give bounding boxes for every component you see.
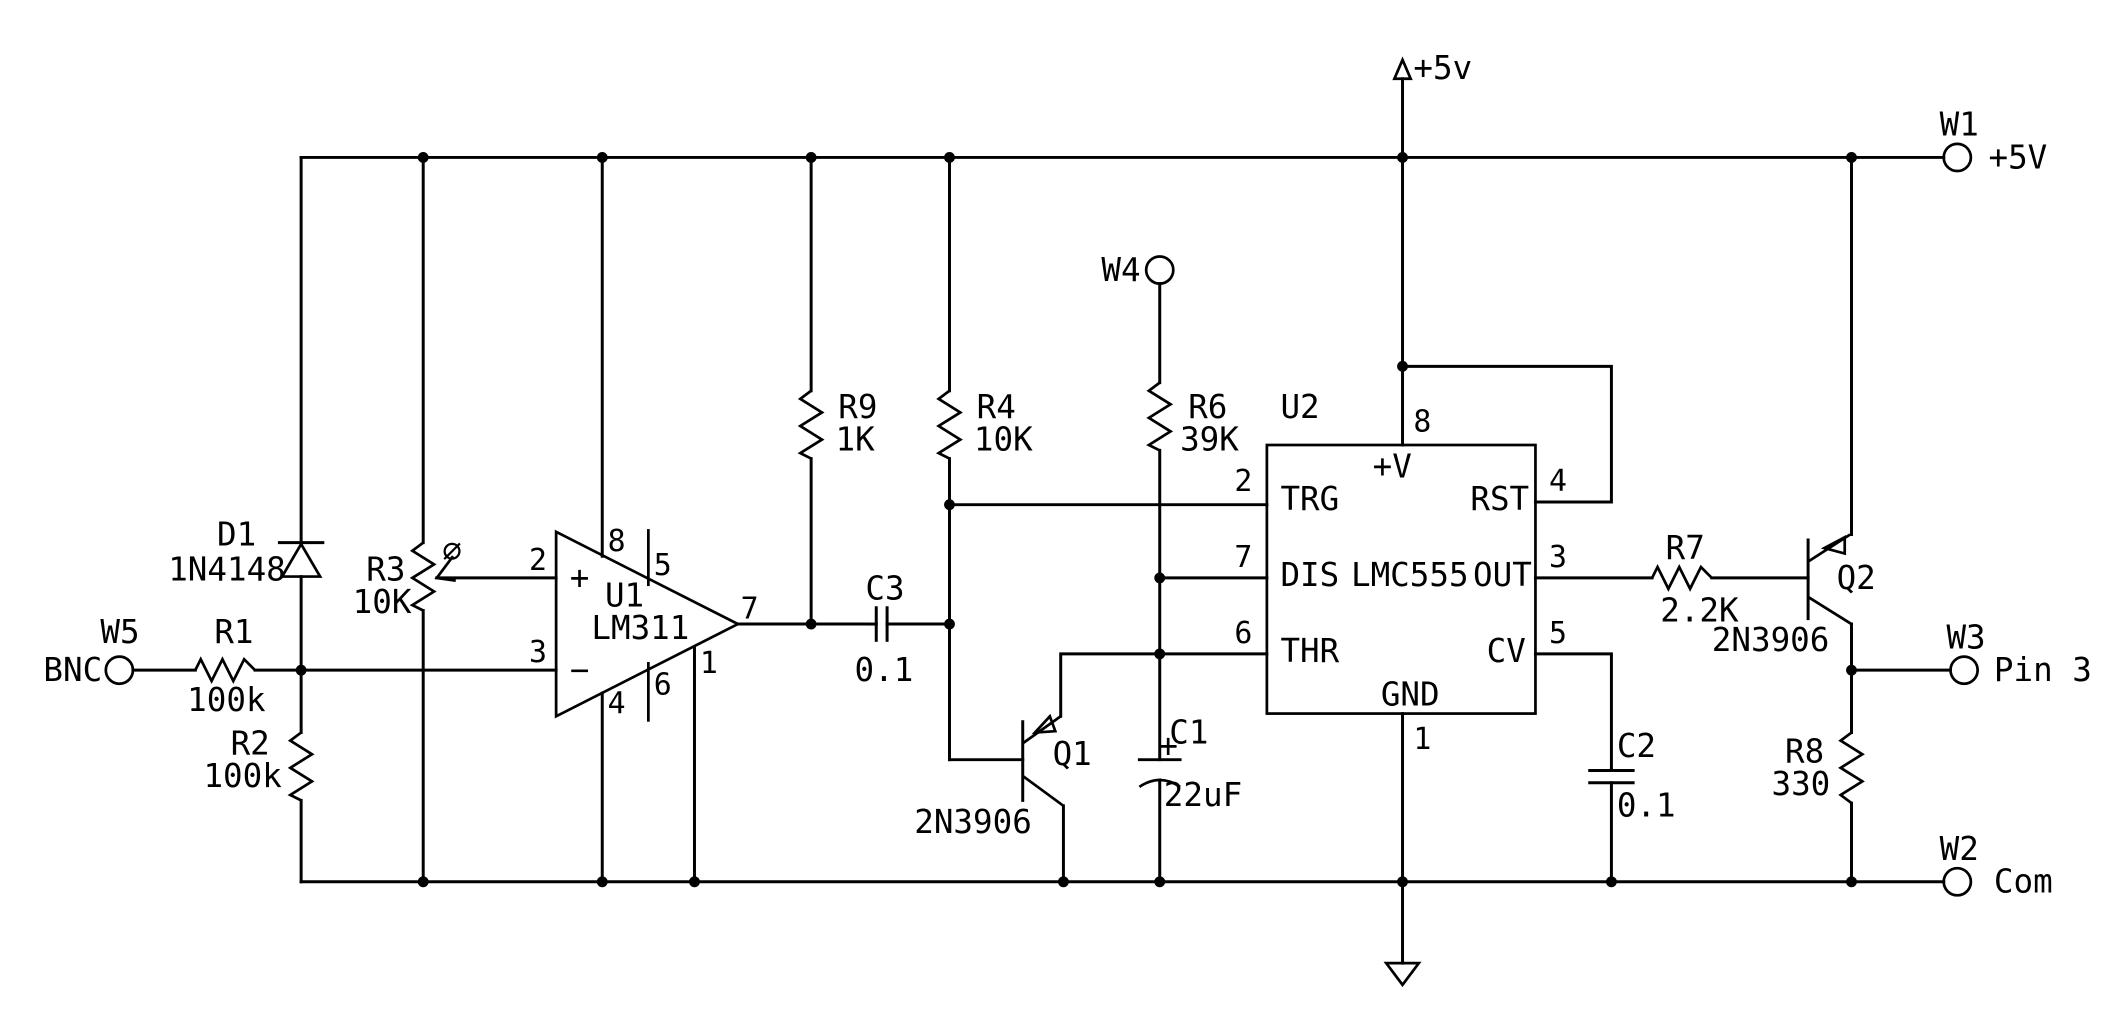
u2-pin-7: 7 <box>1234 540 1252 575</box>
c3-ref: C3 <box>865 570 904 608</box>
u1-value: LM311 <box>591 609 689 647</box>
u1-pin-2: 2 <box>529 543 547 578</box>
r7-ref: R7 <box>1666 529 1705 567</box>
u2-pin-5: 5 <box>1549 616 1567 651</box>
u2-label-dis: DIS <box>1280 556 1339 594</box>
r8-value: 330 <box>1771 765 1830 803</box>
u2-pin-3: 3 <box>1549 540 1567 575</box>
diode-d1-icon <box>277 541 325 578</box>
u2-pin-2: 2 <box>1234 464 1252 499</box>
vcc-supply-label: +5v <box>1413 49 1472 87</box>
connector-w1-label: +5V <box>1988 138 2047 176</box>
connector-w5[interactable] <box>104 655 135 686</box>
capacitor-c2 <box>1588 769 1635 785</box>
pot-wiper-icon: ∅ <box>442 532 462 570</box>
transistor-q1 <box>1021 713 1065 807</box>
resistor-r4 <box>935 389 963 460</box>
c1-plus-symbol: + <box>1158 727 1178 765</box>
r1-ref: R1 <box>214 613 253 651</box>
r2-ref: R2 <box>231 724 270 762</box>
connector-w3-ref: W3 <box>1946 618 1985 656</box>
r6-ref: R6 <box>1188 388 1227 426</box>
c3-value: 0.1 <box>855 651 914 689</box>
d1-value: 1N4148 <box>168 551 286 589</box>
u2-label-thr: THR <box>1280 632 1339 670</box>
u1-pin-5: 5 <box>654 548 672 583</box>
resistor-r6 <box>1146 381 1174 452</box>
u1-ref: U1 <box>605 576 644 614</box>
u2-label-cv: CV <box>1487 632 1526 670</box>
q2-value: 2N3906 <box>1712 621 1830 659</box>
junction-dots <box>295 152 1857 888</box>
u2-label-gnd: GND <box>1381 675 1440 713</box>
r1-value: 100k <box>187 681 266 719</box>
u2-pin-1: 1 <box>1413 722 1431 757</box>
connector-w2-label: Com <box>1994 863 2053 901</box>
u2-pin-8: 8 <box>1413 404 1431 439</box>
resistor-r9 <box>797 389 825 460</box>
q2-ref: Q2 <box>1837 559 1876 597</box>
c2-value: 0.1 <box>1617 787 1676 825</box>
connector-w1[interactable] <box>1942 142 1973 173</box>
connector-w4-ref: W4 <box>1101 251 1140 289</box>
connector-w2-ref: W2 <box>1940 830 1979 868</box>
r4-value: 10K <box>974 420 1033 458</box>
connector-w3-label: Pin 3 <box>1994 651 2092 689</box>
transistor-q2 <box>1806 533 1853 626</box>
r7-value: 2.2K <box>1660 591 1739 629</box>
r2-value: 100k <box>203 757 282 795</box>
u2-label-rst: RST <box>1470 480 1529 518</box>
u2-label-out: OUT <box>1473 556 1532 594</box>
r9-value: 1K <box>836 420 876 458</box>
resistor-r7 <box>1650 564 1713 592</box>
r8-ref: R8 <box>1785 732 1824 770</box>
q1-value: 2N3906 <box>914 803 1032 841</box>
u2-label-vcc: +V <box>1373 448 1412 486</box>
u1-plus-symbol: + <box>570 559 590 597</box>
resistor-r8 <box>1838 731 1865 805</box>
r6-value: 39K <box>1180 420 1239 458</box>
u2-value: LMC555 <box>1351 556 1469 594</box>
u1-pin-7: 7 <box>741 592 759 627</box>
c2-ref: C2 <box>1617 727 1656 765</box>
resistor-r2 <box>287 731 315 802</box>
potentiometer-r3 <box>409 541 437 612</box>
connector-w5-ref: W5 <box>100 613 139 651</box>
r3-value: 10K <box>353 583 412 621</box>
u1-pin-6: 6 <box>654 668 672 703</box>
connector-w3[interactable] <box>1949 655 1980 686</box>
q1-ref: Q1 <box>1053 735 1092 773</box>
connector-w1-ref: W1 <box>1940 106 1979 144</box>
u1-minus-symbol: − <box>570 651 590 689</box>
vcc-supply-icon <box>1392 56 1413 159</box>
resistor-r1 <box>194 656 256 685</box>
u2-pin-4: 4 <box>1549 464 1567 499</box>
c1-ref: C1 <box>1169 713 1208 751</box>
connector-w2[interactable] <box>1942 866 1973 897</box>
ground-icon <box>1383 880 1422 988</box>
c1-value: 22uF <box>1164 776 1242 814</box>
capacitor-c3 <box>874 606 889 642</box>
r4-ref: R4 <box>977 388 1016 426</box>
u2-label-trg: TRG <box>1280 480 1339 518</box>
u2-ref: U2 <box>1280 388 1319 426</box>
u1-pin-1: 1 <box>700 646 718 681</box>
r3-ref: R3 <box>366 551 405 589</box>
connector-w5-label: BNC <box>43 651 102 689</box>
u1-pin-3: 3 <box>529 635 547 670</box>
connector-w4[interactable] <box>1144 255 1175 285</box>
u2-pin-6: 6 <box>1234 616 1252 651</box>
u1-pin-8: 8 <box>608 524 626 559</box>
r9-ref: R9 <box>838 388 877 426</box>
u1-pin-4: 4 <box>608 687 626 722</box>
d1-ref: D1 <box>217 515 256 553</box>
